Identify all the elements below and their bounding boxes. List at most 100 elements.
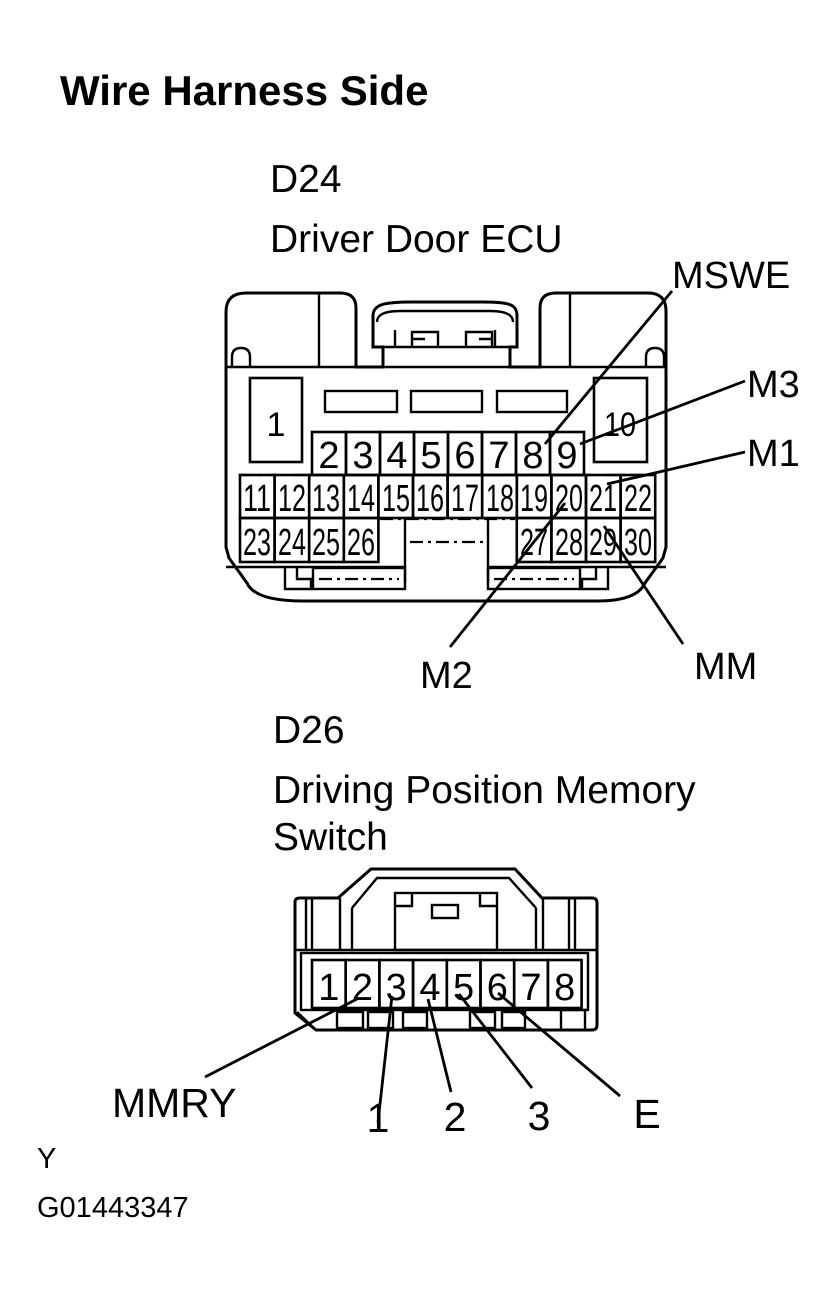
d26-bottom-tab-5 [500,1010,527,1030]
d24-tab-inner-curve [375,309,515,323]
pin-number: 17 [451,478,479,520]
pin-number: 13 [312,478,340,520]
terminal-label-mm: MM [694,646,757,688]
d26-bottom-tab-1 [335,1010,365,1030]
pin-number: 28 [555,522,583,564]
terminal-label-mswe: MSWE [672,255,790,297]
connector-d24-outline [224,291,668,603]
leader-line-mm [602,525,685,645]
pin-number: 3 [386,967,407,1009]
leader-line-mswe [543,290,674,445]
pin-number: 2 [352,967,373,1009]
pin-number: 16 [416,478,444,520]
connector-d26-outline [293,867,599,1032]
d24-slot-3 [495,389,569,414]
terminal-label-2: 2 [444,1094,467,1140]
terminal-label-m1: M1 [747,433,800,475]
leader-line-1 [376,995,394,1123]
pin-number: 20 [555,478,583,520]
d26-latch-tab [430,903,460,920]
pin-number: 6 [487,967,508,1009]
d24-clip-bracket-left [283,567,313,591]
pin-number: 24 [278,522,306,564]
pin-number: 2 [318,435,339,477]
terminal-label-3: 3 [528,1093,551,1139]
d24-connector-name: Driver Door ECU [270,218,563,261]
d26-connector-code: D26 [273,709,345,752]
terminal-label-m2: M2 [420,655,473,697]
d26-cavity [393,891,499,952]
pin-number: 6 [454,435,475,477]
text-labels: Wire Harness Side D24 Driver Door ECU MS… [37,67,800,1224]
pin-number: 22 [624,478,652,520]
leader-line-m2 [448,502,567,648]
pin-number: 14 [347,478,375,520]
d24-bump-left [230,346,252,367]
d24-connector-code: D24 [270,158,342,201]
pin-number: 18 [486,478,514,520]
d24-centerlines [240,473,655,581]
terminal-label-1: 1 [367,1095,390,1141]
pin-number: 12 [278,478,306,520]
pin-number: 7 [488,435,509,477]
pin-cell-d24-30 [619,516,657,564]
pin-number: 23 [243,522,271,564]
leader-line-mmry [204,997,358,1079]
leader-line-e [497,991,621,1098]
pin-number: 29 [589,522,617,564]
pin-number: 1 [318,967,339,1009]
pin-cell-d26-8 [546,958,583,1010]
leader-line-m3 [579,379,746,446]
d26-neck-walls [338,898,545,950]
pin-cell-d24-26 [342,516,380,564]
d26-pin-numbers: 1 2 3 4 5 6 7 8 [318,967,575,1009]
terminal-label-mmry: MMRY [112,1080,237,1126]
d26-shoulder-ribs [304,898,577,950]
figure-code: G01443347 [37,1192,189,1224]
pin-number: 26 [347,522,375,564]
pin-number: 3 [352,435,373,477]
leader-line-3 [457,993,534,1089]
d24-tab-clip-details [393,330,497,346]
pin-number: 7 [520,967,541,1009]
pin-number: 5 [453,967,474,1009]
pin-number: 5 [420,435,441,477]
leader-line-m1 [606,450,746,486]
page-title: Wire Harness Side [60,67,428,114]
pin-cell-d24-10 [592,376,649,464]
pin-number: 30 [624,522,652,564]
connector-d24-pins [238,376,657,564]
d24-bump-right [644,346,666,367]
pin-number: 9 [556,435,577,477]
d24-bottom-slot-right [486,566,582,591]
pin-number: 8 [554,967,575,1009]
d24-bottom-slot-left [311,566,407,591]
d26-bottom-tab-4 [468,1010,497,1030]
leader-lines [204,290,746,1123]
terminal-label-e: E [633,1091,660,1137]
pin-number: 25 [312,522,340,564]
d24-body-outline [224,291,668,603]
pin-number: 4 [419,967,440,1009]
terminal-label-m3: M3 [747,364,800,406]
pin-number: 4 [386,435,407,477]
d26-cavity-corners [395,893,497,908]
d26-connector-name-line2: Switch [273,816,388,859]
pin-number: 11 [243,478,271,520]
d26-trapezoid-inner [351,876,537,909]
d26-bottom-corner-cut [296,1011,317,1031]
d26-body-outline [293,867,599,1032]
d24-pin-numbers: 1 10 2 3 4 5 6 7 8 9 11 12 13 14 15 16 1… [243,406,652,564]
d26-pin-housing [299,951,590,1012]
d26-bottom-tab-3 [401,1010,429,1030]
d24-clip-bracket-right [580,567,610,591]
d26-bottom-tab-2 [366,1010,395,1030]
page-suffix-letter: Y [37,1143,56,1175]
pin-number: 21 [589,478,617,520]
pin-cell-d24-1 [248,376,304,464]
pin-number: 19 [520,478,548,520]
d24-slot-1 [323,389,399,414]
pin-number: 8 [522,435,543,477]
d26-bottom-tab-6 [559,1008,587,1032]
